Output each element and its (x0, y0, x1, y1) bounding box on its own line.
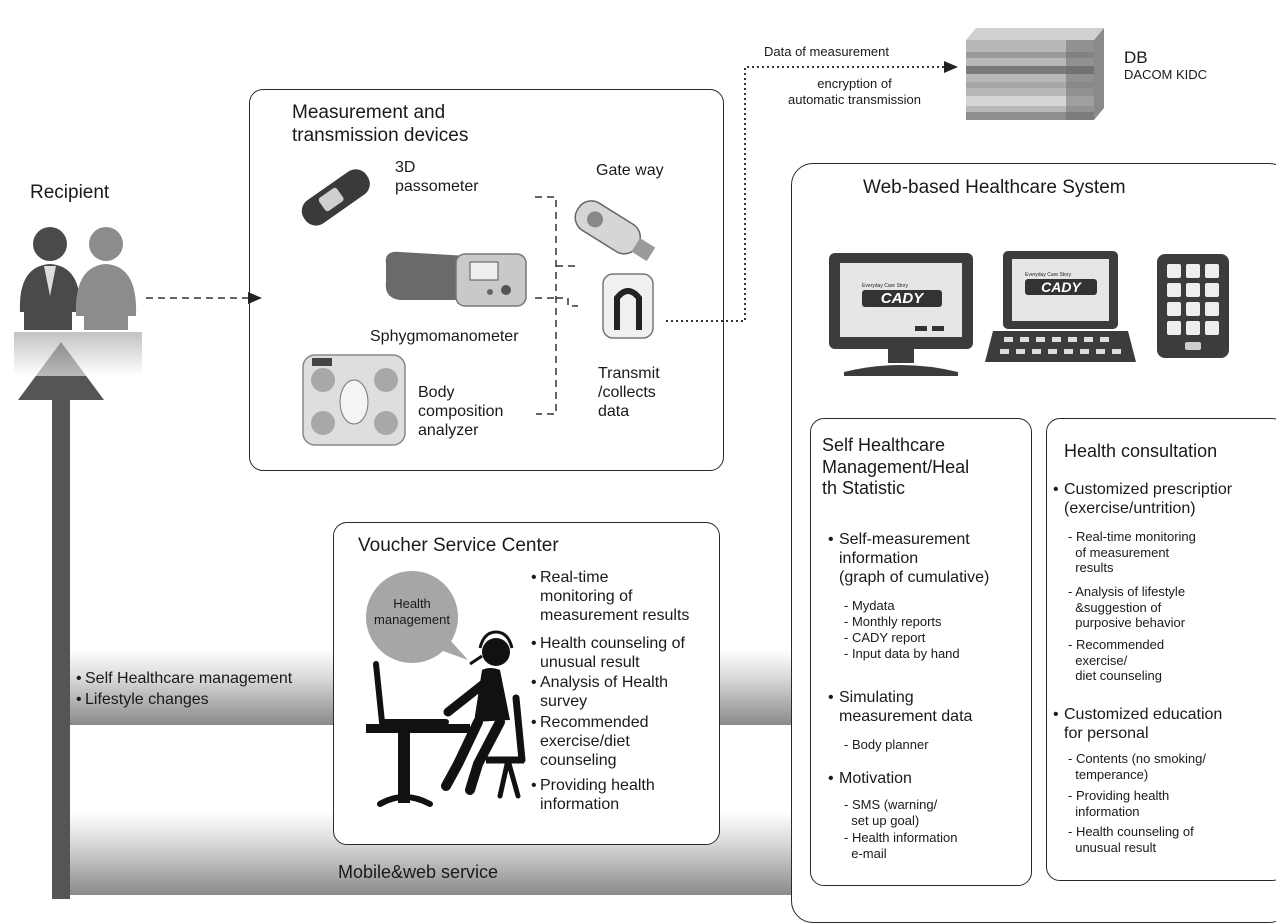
arrow-head-to-devices (248, 292, 262, 304)
bullet-dot: • (76, 670, 82, 687)
consult-b2-item-2: - Providing health information (1068, 788, 1170, 819)
band-item-1: • Self Healthcare management (76, 669, 292, 688)
web-title: Web-based Healthcare System (863, 177, 1126, 198)
consult-b1-item-2: - Analysis of lifestyle &suggestion of p… (1068, 584, 1186, 631)
monitor-screen-logo: Everyday Care Story CADY (862, 283, 942, 313)
big-arrow-shaft (52, 400, 70, 899)
self-b3-item-2: - Health information e-mail (844, 830, 958, 861)
consult-bullet-1: • Customized prescriptior (exercise/untr… (1053, 480, 1232, 518)
monitor-icon (829, 253, 973, 376)
device-illustrations (146, 61, 958, 446)
voucher-item-4: • Recommended exercise/diet counseling (531, 713, 649, 771)
self-b3-item-1: - SMS (warning/ set up goal) (844, 797, 938, 828)
self-healthcare-box (810, 418, 1032, 886)
voucher-item-3-text: Analysis of Health survey (540, 674, 669, 711)
consult-b2-item-1: - Contents (no smoking/ temperance) (1068, 751, 1207, 782)
bullet-dot: • (531, 714, 537, 731)
transmitter-icon (602, 273, 654, 339)
laptop-logo-small: Everyday Care Story (1025, 272, 1072, 278)
passometer-label: 3D passometer (395, 159, 479, 196)
voucher-item-4-text: Recommended exercise/diet counseling (540, 714, 649, 770)
device-connectors (535, 196, 580, 415)
voucher-item-5: • Providing health information (531, 776, 655, 814)
body-composition-icon (302, 354, 406, 446)
voucher-illustration (366, 571, 526, 807)
laptop-logo-text: CADY (1025, 279, 1097, 295)
bullet-dot: • (1053, 706, 1059, 723)
monitor-logo-text: CADY (862, 290, 942, 307)
voucher-item-2-text: Health counseling of unusual result (540, 635, 685, 672)
bullet-dot: • (531, 569, 537, 586)
recipient-label: Recipient (30, 182, 110, 203)
consult-bullet-2: • Customized education for personal (1053, 705, 1222, 743)
consult-bullet-1-text: Customized prescriptior (exercise/untrit… (1064, 481, 1233, 518)
consult-bullet-2-text: Customized education for personal (1064, 706, 1223, 743)
band-item-2: • Lifestyle changes (76, 690, 209, 709)
data-measurement-label: Data of measurement (764, 44, 890, 59)
bubble-text: Health management (374, 596, 450, 627)
self-bullet-1: • Self-measurement information (graph of… (828, 530, 989, 588)
encryption-label: encryption of automatic transmission (788, 76, 921, 107)
gateway-label: Gate way (596, 162, 664, 179)
bullet-dot: • (531, 635, 537, 652)
web-device-icons (829, 251, 1229, 376)
self-bullet-3-text: Motivation (839, 770, 912, 787)
db-label: DB (1124, 48, 1148, 67)
band-item-1-text: Self Healthcare management (85, 670, 293, 687)
laptop-screen-logo: Everyday Care Story CADY (1025, 272, 1097, 302)
band-item-2-text: Lifestyle changes (85, 691, 209, 708)
body-composition-label: Body composition analyzer (418, 384, 504, 440)
voucher-item-2: • Health counseling of unusual result (531, 634, 685, 672)
sphygmomanometer-icon (385, 251, 527, 307)
voucher-item-5-text: Providing health information (540, 777, 655, 814)
self-bullet-3: • Motivation (828, 769, 912, 788)
arrow-head-to-db (944, 61, 958, 73)
voucher-title: Voucher Service Center (358, 535, 559, 556)
bullet-dot: • (1053, 481, 1059, 498)
self-b1-item-1: - Mydata (844, 598, 895, 613)
consult-b1-item-1: - Real-time monitoring of measurement re… (1068, 529, 1196, 576)
self-title: Self Healthcare Management/Heal th Stati… (822, 435, 970, 499)
transmit-to-db-line (666, 66, 945, 322)
gateway-usb-icon (574, 200, 656, 262)
bullet-dot: • (531, 674, 537, 691)
database-icon (966, 28, 1104, 120)
monitor-logo-small: Everyday Care Story (862, 283, 909, 289)
consult-b1-item-3: - Recommended exercise/ diet counseling (1068, 637, 1165, 684)
operator-at-desk-icon (366, 630, 526, 807)
self-b2-item-1: - Body planner (844, 737, 929, 752)
devices-title: Measurement and transmission devices (292, 102, 469, 146)
consult-b2-item-3: - Health counseling of unusual result (1068, 824, 1194, 855)
self-bullet-2: • Simulating measurement data (828, 688, 972, 726)
db-sublabel: DACOM KIDC (1124, 67, 1208, 82)
bullet-dot: • (828, 531, 834, 548)
self-bullet-2-text: Simulating measurement data (839, 689, 973, 726)
passometer-icon (301, 169, 370, 226)
tablet-icon (1157, 254, 1229, 358)
self-b1-item-2: - Monthly reports (844, 614, 942, 629)
speech-bubble-icon (366, 571, 468, 663)
voucher-item-3: • Analysis of Health survey (531, 673, 668, 711)
health-consultation-box (1046, 418, 1276, 881)
mobile-web-label: Mobile&web service (338, 862, 499, 882)
voucher-item-1: • Real-time monitoring of measurement re… (531, 568, 689, 626)
db-stack-icon (966, 28, 1104, 120)
bullet-dot: • (828, 689, 834, 706)
voucher-item-1-text: Real-time monitoring of measurement resu… (540, 569, 690, 625)
sphygmomanometer-label: Sphygmomanometer (370, 328, 519, 345)
self-b1-item-4: - Input data by hand (844, 646, 960, 661)
bullet-dot: • (828, 770, 834, 787)
consult-title: Health consultation (1064, 441, 1218, 461)
bullet-dot: • (531, 777, 537, 794)
transmit-label: Transmit /collects data (598, 365, 660, 421)
bullet-dot: • (76, 691, 82, 708)
self-b1-item-3: - CADY report (844, 630, 926, 645)
self-bullet-1-text: Self-measurement information (graph of c… (839, 531, 990, 587)
